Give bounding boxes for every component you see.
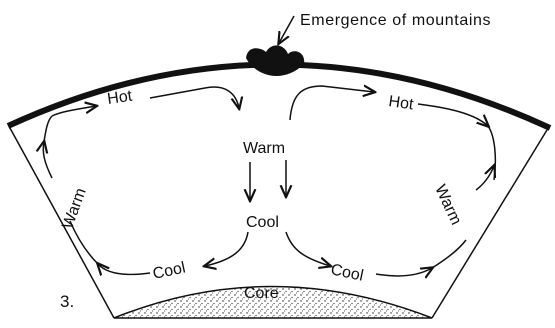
- label-warm-right: Warm: [431, 182, 464, 227]
- flow-cool-to-cool-right: [286, 232, 330, 266]
- callout-label: Emergence of mountains: [300, 12, 491, 29]
- flow-warm-right-upper: [476, 166, 494, 190]
- flow-cool-to-warm-right: [376, 268, 432, 276]
- label-hot-right: Hot: [387, 93, 415, 113]
- flow-cool-to-warm-left: [98, 264, 150, 274]
- label-cool-left: Cool: [151, 259, 187, 282]
- flow-warm-right-lower: [432, 240, 466, 268]
- label-warm-left: Warm: [59, 186, 89, 231]
- flow-cool-to-cool-left: [205, 232, 248, 266]
- label-warm-center: Warm: [243, 140, 285, 157]
- label-cool-right: Cool: [329, 261, 365, 284]
- flow-top-to-hot-right: [290, 86, 374, 120]
- label-core: Core: [244, 285, 279, 302]
- flow-warm-left-upper: [43, 142, 52, 178]
- callout-arrow: [279, 16, 294, 43]
- right-convection-cell: [286, 86, 495, 276]
- earth-section: [8, 45, 550, 318]
- flow-left-corner: [44, 116, 52, 142]
- flow-hot-to-top-left: [150, 87, 239, 108]
- mountain-bump: [246, 45, 304, 76]
- label-cool-center: Cool: [246, 214, 279, 231]
- flow-hot-right-to-corner: [418, 104, 488, 126]
- figure-number: 3.: [60, 292, 74, 311]
- label-hot-left: Hot: [106, 88, 134, 108]
